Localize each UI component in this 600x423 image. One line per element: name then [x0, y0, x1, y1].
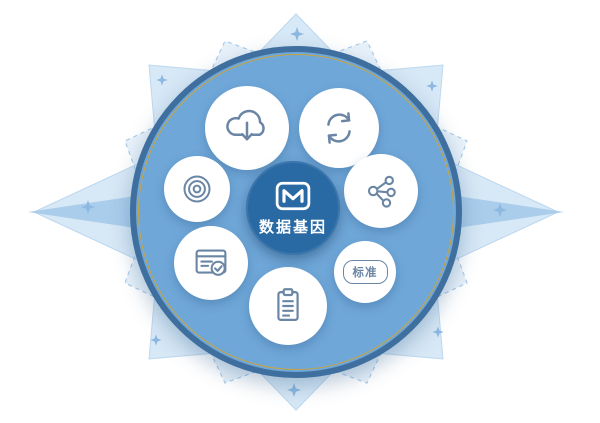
- sparkle-icon: [426, 80, 438, 92]
- sparkle-icon: [290, 27, 304, 41]
- sparkle-icon: [156, 74, 168, 86]
- center-label: 数据基因: [258, 218, 327, 236]
- sync-refresh-icon: [327, 112, 351, 144]
- cloud-download-icon: [226, 109, 265, 141]
- node-concentric-disc: [164, 156, 230, 222]
- center-node: 数据基因: [246, 161, 340, 255]
- concentric-circles-icon: [183, 175, 211, 203]
- sparkle-icon: [493, 203, 507, 217]
- sparkle-icon: [81, 200, 95, 214]
- sparkle-icon: [287, 383, 301, 397]
- node-clipboard-list: [249, 267, 327, 345]
- node-cloud-download: [205, 86, 289, 170]
- clipboard-list-icon: [277, 288, 299, 321]
- node-standard: 标准: [334, 241, 396, 303]
- network-nodes-icon: [367, 175, 396, 208]
- standard-badge: 标准: [342, 260, 388, 284]
- right-point: [430, 192, 564, 232]
- data-gene-logo-icon: [275, 181, 311, 210]
- sparkles-group: [81, 27, 507, 397]
- webpage-check-icon: [195, 249, 227, 276]
- left-point: [28, 192, 162, 232]
- node-network-share: [344, 154, 418, 228]
- node-webpage-check: [174, 226, 248, 300]
- sparkle-icon: [432, 326, 444, 338]
- sparkle-icon: [150, 334, 162, 346]
- node-sync-refresh: [299, 88, 379, 168]
